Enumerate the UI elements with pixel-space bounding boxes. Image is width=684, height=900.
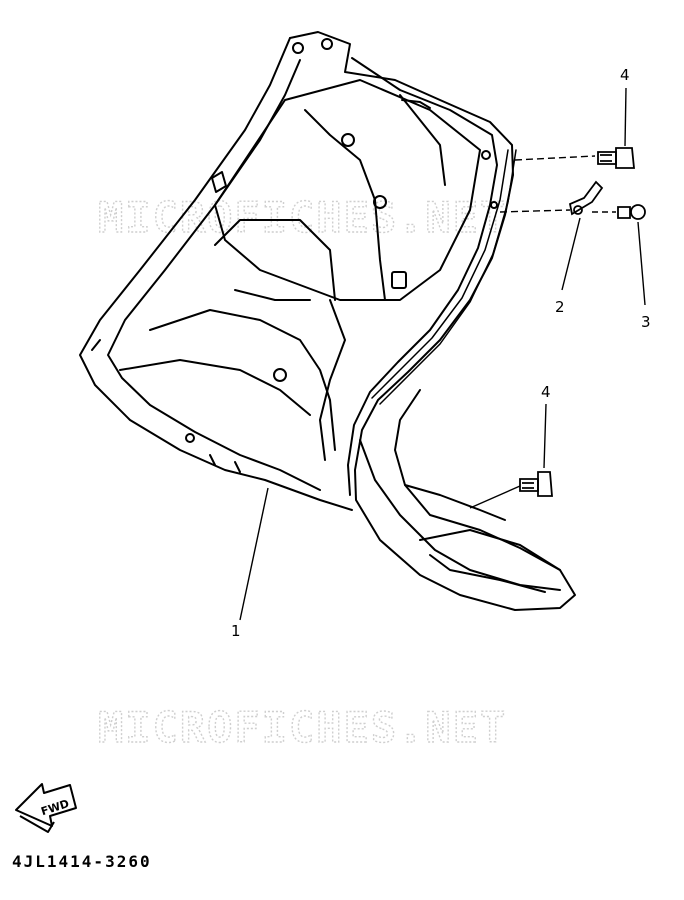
clip-nut — [568, 180, 604, 216]
callout-part-1: 1 — [231, 622, 241, 640]
callout-part-4-lower: 4 — [541, 383, 551, 401]
screw-upper — [597, 147, 635, 169]
leg-shield-panel — [79, 31, 576, 611]
forward-arrow-icon: FWD — [15, 783, 77, 833]
callout-part-2: 2 — [555, 298, 565, 316]
part-code: 4JL1414-3260 — [12, 852, 152, 871]
callout-part-4-upper: 4 — [620, 66, 630, 84]
leader-lines — [239, 87, 646, 621]
screw-mid — [617, 204, 646, 220]
screw-lower — [519, 471, 553, 497]
watermark-top: MICROFICHES.NET — [98, 193, 507, 242]
callout-part-3: 3 — [641, 313, 651, 331]
watermark-bottom: MICROFICHES.NET — [98, 703, 507, 752]
